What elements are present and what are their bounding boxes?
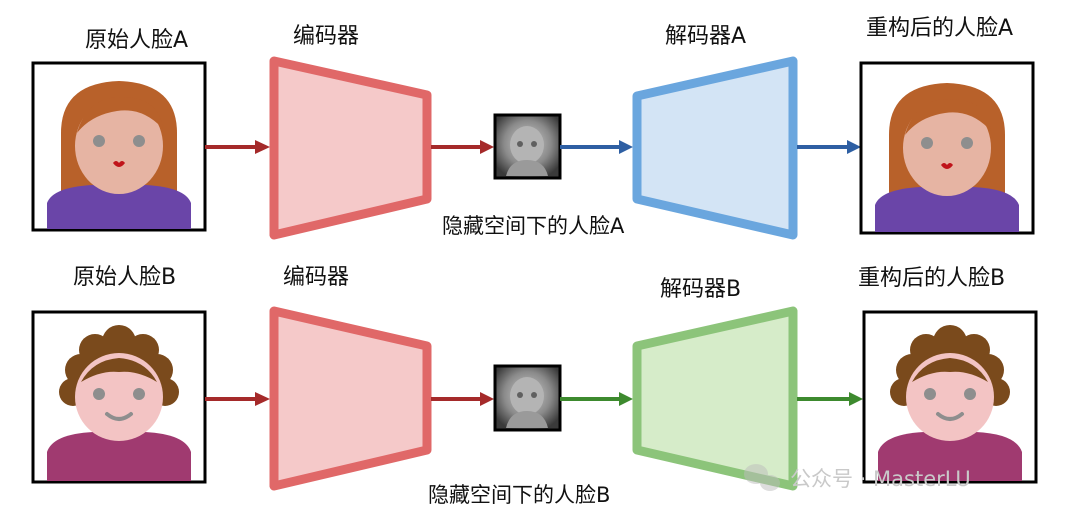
input-label-b: 原始人脸B [73, 265, 176, 290]
input-face-b-image [31, 310, 207, 484]
decoder-label-b: 解码器B [660, 277, 741, 302]
arrow-input-to-encoder-b [205, 392, 270, 406]
output-label-a: 重构后的人脸A [866, 16, 1013, 41]
arrow-decoder-to-output-a [797, 140, 861, 154]
pipeline-b: 原始人脸B 编码器 解码器B 重构后的人脸B 隐藏空间下的人脸B [31, 265, 1038, 507]
arrow-encoder-to-latent-b [431, 392, 494, 406]
latent-label-a: 隐藏空间下的人脸A [442, 214, 625, 238]
decoder-label-a: 解码器A [665, 24, 746, 49]
input-face-a-image [31, 61, 207, 232]
encoder-b-block [269, 306, 432, 491]
pipeline-a: 原始人脸A 编码器 解码器A 重构后的人脸A 隐藏空间下的人脸A [31, 16, 1035, 240]
encoder-a-block [269, 56, 432, 240]
watermark-text: 公众号 · MasterLU [790, 467, 971, 491]
wechat-icon [744, 464, 780, 491]
latent-b-image [493, 364, 562, 432]
encoder-label-b: 编码器 [283, 265, 349, 290]
decoder-a-block [632, 56, 798, 240]
output-face-b-image [862, 310, 1038, 484]
decoder-b-block [632, 306, 798, 491]
arrow-input-to-encoder-a [205, 140, 270, 154]
output-face-a-image [859, 61, 1035, 235]
latent-a-image [493, 113, 562, 180]
arrow-decoder-to-output-b [797, 392, 863, 406]
arrow-encoder-to-latent-a [431, 140, 494, 154]
arrow-latent-to-decoder-b [560, 392, 633, 406]
input-label-a: 原始人脸A [85, 28, 188, 53]
latent-label-b: 隐藏空间下的人脸B [428, 483, 610, 507]
encoder-label-a: 编码器 [293, 24, 359, 49]
watermark: 公众号 · MasterLU [744, 464, 971, 491]
arrow-latent-to-decoder-a [560, 140, 633, 154]
output-label-b: 重构后的人脸B [858, 266, 1005, 291]
